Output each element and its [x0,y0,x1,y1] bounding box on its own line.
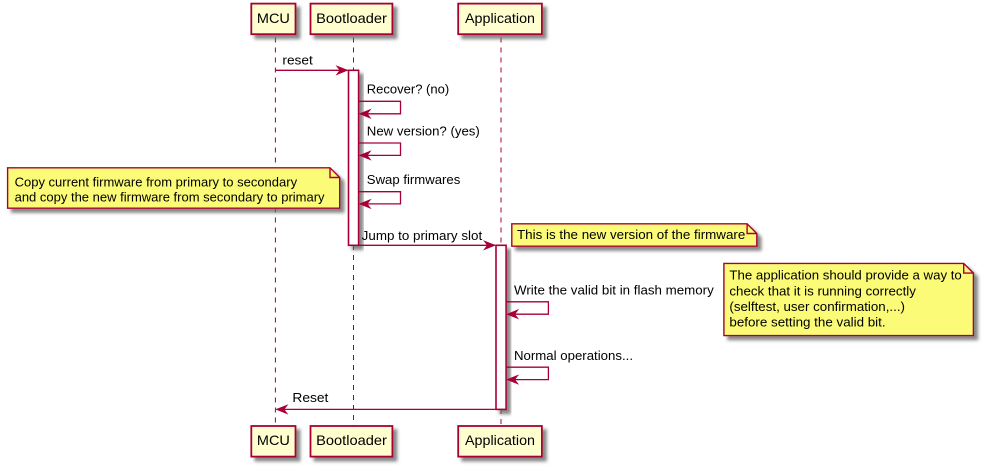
svg-text:Jump to primary slot: Jump to primary slot [362,228,483,243]
svg-text:Application: Application [465,432,535,448]
svg-text:check that it is running corre: check that it is running correctly [729,283,916,298]
svg-text:Normal operations...: Normal operations... [514,348,633,363]
svg-text:Recover? (no): Recover? (no) [367,82,449,97]
svg-text:reset: reset [282,53,313,68]
svg-text:Copy current firmware from pri: Copy current firmware from primary to se… [15,174,298,189]
svg-text:(selftest, user confirmation,.: (selftest, user confirmation,...) [729,299,905,314]
svg-text:MCU: MCU [257,432,290,448]
svg-text:The application should provide: The application should provide a way to [729,268,961,283]
svg-text:New version? (yes): New version? (yes) [367,124,480,139]
svg-text:MCU: MCU [257,10,290,26]
svg-text:before setting the valid bit.: before setting the valid bit. [729,315,885,330]
svg-text:Write the valid bit in flash m: Write the valid bit in flash memory [514,283,714,298]
svg-text:This is the new version of the: This is the new version of the firmware [517,227,745,242]
svg-text:Bootloader: Bootloader [316,432,387,448]
svg-text:and copy the new firmware from: and copy the new firmware from secondary… [15,189,325,204]
svg-text:Swap firmwares: Swap firmwares [367,172,461,187]
svg-text:Reset: Reset [292,390,328,405]
svg-text:Bootloader: Bootloader [316,10,387,26]
svg-text:Application: Application [465,10,535,26]
